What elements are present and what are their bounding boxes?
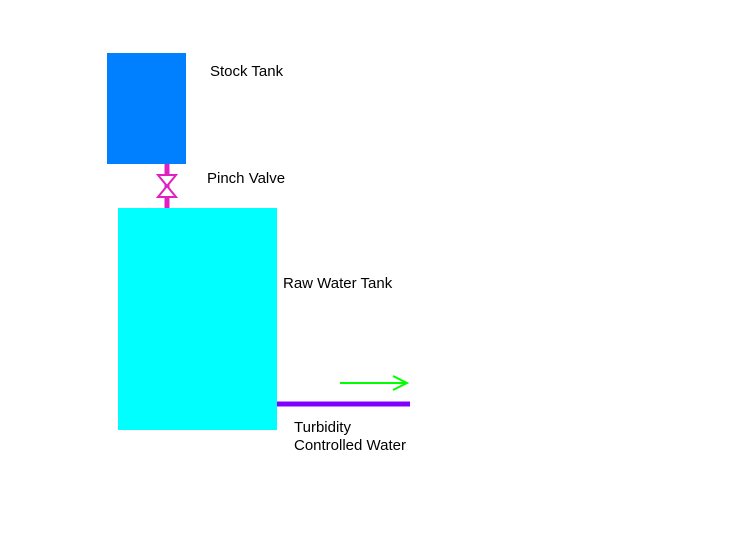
flow-arrow-icon xyxy=(340,375,410,391)
pinch-valve-label: Pinch Valve xyxy=(207,170,286,187)
raw-water-tank xyxy=(118,208,277,430)
stock-tank xyxy=(107,53,186,164)
stock-tank-label: Stock Tank xyxy=(210,63,284,80)
raw-water-tank-label: Raw Water Tank xyxy=(283,275,393,292)
outlet-label: Turbidity Controlled Water xyxy=(294,419,406,454)
pinch-valve-icon xyxy=(155,174,179,198)
